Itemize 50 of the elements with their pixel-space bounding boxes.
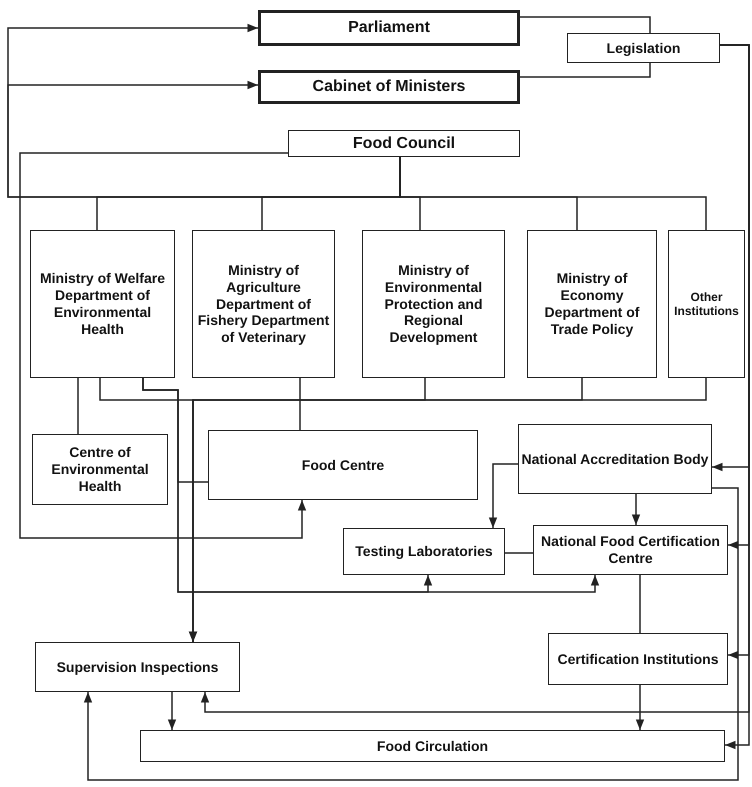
arrow (200, 44, 750, 713)
box-label: Legislation (606, 40, 680, 56)
arrow (168, 692, 176, 730)
box-label: Other Institutions (673, 290, 740, 318)
box-label: Ministry of Environmental Protection and Regional Development (383, 262, 484, 346)
org-box (533, 525, 728, 575)
org-box (527, 230, 657, 378)
box-label: Food Council (352, 134, 456, 154)
org-box (32, 434, 168, 505)
box-label: Parliament (348, 18, 430, 38)
box-label: National Accreditation Body (522, 450, 708, 468)
connector-line (142, 378, 208, 483)
org-box (208, 430, 478, 500)
connector-line (520, 16, 651, 33)
box-label: National Food Certification Centre (540, 533, 721, 567)
connector-line (299, 378, 301, 430)
org-box (30, 230, 175, 378)
box-label: Cabinet of Ministers (312, 77, 466, 97)
org-box (548, 633, 728, 685)
box-label: Supervision Inspections (56, 658, 218, 676)
org-box (362, 230, 505, 378)
org-box (288, 130, 520, 157)
box-label: Ministry of Welfare Department of Environmental Health (39, 270, 166, 338)
arrow (636, 685, 644, 730)
org-box (567, 33, 720, 63)
org-box (192, 230, 335, 378)
connector-line (399, 157, 707, 230)
arrow (488, 463, 518, 528)
org-box (258, 70, 520, 104)
arrow (19, 152, 306, 539)
org-box (668, 230, 745, 378)
org-box (518, 424, 712, 494)
org-box (35, 642, 240, 692)
org-box (343, 528, 505, 575)
box-label: Food Circulation (376, 738, 488, 754)
box-label: Testing Laboratories (355, 543, 493, 560)
connector-line (505, 552, 533, 554)
org-box (140, 730, 725, 762)
box-label: Ministry of Agriculture Department of Fishery Department of Veterinary (196, 262, 330, 346)
connector-line (639, 575, 641, 633)
box-label: Ministry of Economy Department of Trade Policy (544, 270, 640, 338)
arrow (188, 378, 707, 642)
box-label: Certification Institutions (558, 650, 718, 668)
org-box (258, 10, 520, 46)
connector-line (520, 63, 651, 78)
arrow (84, 487, 739, 781)
arrow (632, 494, 640, 525)
box-label: Food Centre (302, 456, 384, 474)
connector-line (77, 378, 79, 434)
box-label: Centre of Environmental Health (50, 444, 150, 495)
